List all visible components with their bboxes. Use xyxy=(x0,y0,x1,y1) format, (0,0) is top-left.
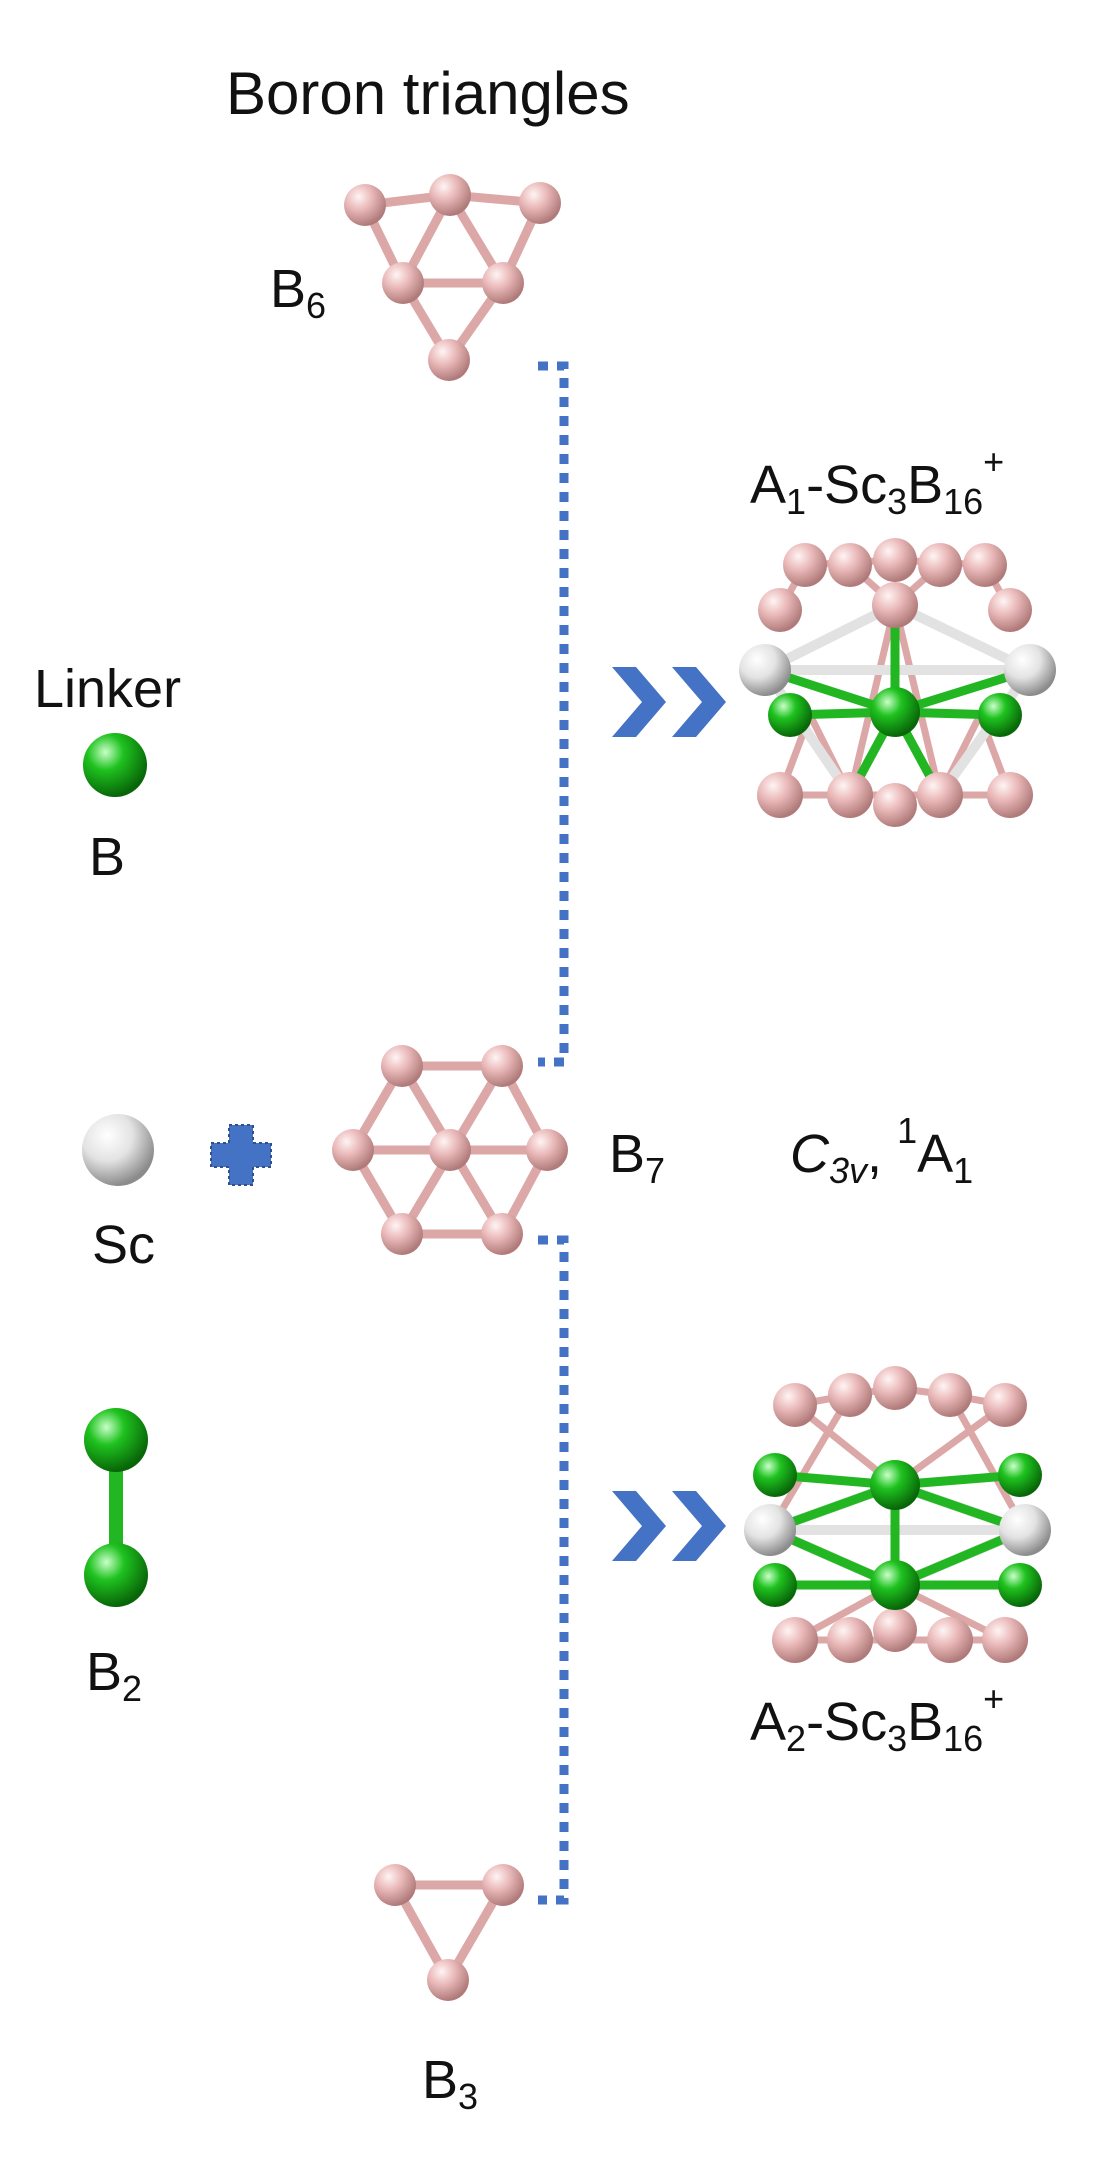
symmetry-group-sub: 3v xyxy=(829,1149,868,1191)
plus-icon xyxy=(210,1124,272,1186)
a2-prefix-sub: 2 xyxy=(786,1717,807,1759)
a2-charge: + xyxy=(983,1678,1005,1720)
a2-sep: -Sc xyxy=(806,1692,888,1752)
a2-label: A2-Sc3B16+ xyxy=(750,1681,1004,1757)
a1-sc-sub: 3 xyxy=(887,480,908,522)
b3-base: B xyxy=(422,2050,459,2110)
a1-b: B xyxy=(907,455,944,515)
a2-cluster xyxy=(744,1366,1051,1663)
symmetry-comma: , xyxy=(867,1124,883,1184)
b6-label: B6 xyxy=(270,259,326,323)
symmetry-state-sup: 1 xyxy=(897,1110,918,1152)
connector-lower xyxy=(538,1235,569,1905)
a2-prefix: A xyxy=(750,1692,787,1752)
b2-base: B xyxy=(86,1642,123,1702)
a2-b: B xyxy=(907,1692,944,1752)
symmetry-state: A xyxy=(917,1124,954,1184)
double-chevron-right-icon-lower xyxy=(612,1491,726,1561)
a1-sep: -Sc xyxy=(806,455,888,515)
b2-label: B2 xyxy=(86,1642,142,1706)
a1-prefix: A xyxy=(750,455,787,515)
sc-atom xyxy=(82,1114,154,1186)
b7-molecule xyxy=(332,1045,568,1255)
symmetry-state-sub: 1 xyxy=(953,1149,974,1191)
b6-molecule xyxy=(344,174,561,381)
b6-sub: 6 xyxy=(306,284,327,326)
connector-upper xyxy=(538,361,569,1067)
b2-sub: 2 xyxy=(122,1667,143,1709)
a1-prefix-sub: 1 xyxy=(786,480,807,522)
b7-label: B7 xyxy=(609,1124,665,1188)
a1-cluster xyxy=(739,538,1056,827)
b3-sub: 3 xyxy=(458,2075,479,2117)
symmetry-label: C3v, 1A1 xyxy=(790,1113,973,1189)
b7-sub: 7 xyxy=(645,1149,666,1191)
a1-label: A1-Sc3B16+ xyxy=(750,444,1004,520)
double-chevron-right-icon-upper xyxy=(612,667,726,737)
b3-molecule xyxy=(374,1864,524,2001)
b2-molecule xyxy=(84,1408,148,1607)
linker-b-label: B xyxy=(89,827,126,887)
linker-label: Linker xyxy=(34,659,182,719)
symmetry-group: C xyxy=(790,1124,829,1184)
b6-base: B xyxy=(270,259,307,319)
sc-label: Sc xyxy=(92,1215,156,1275)
a2-sc-sub: 3 xyxy=(887,1717,908,1759)
b3-label: B3 xyxy=(422,2050,478,2114)
linker-b-atom xyxy=(83,733,147,797)
a2-b-sub: 16 xyxy=(943,1717,984,1759)
a1-charge: + xyxy=(983,441,1005,483)
b7-base: B xyxy=(609,1124,646,1184)
title: Boron triangles xyxy=(226,60,630,127)
a1-b-sub: 16 xyxy=(943,480,984,522)
